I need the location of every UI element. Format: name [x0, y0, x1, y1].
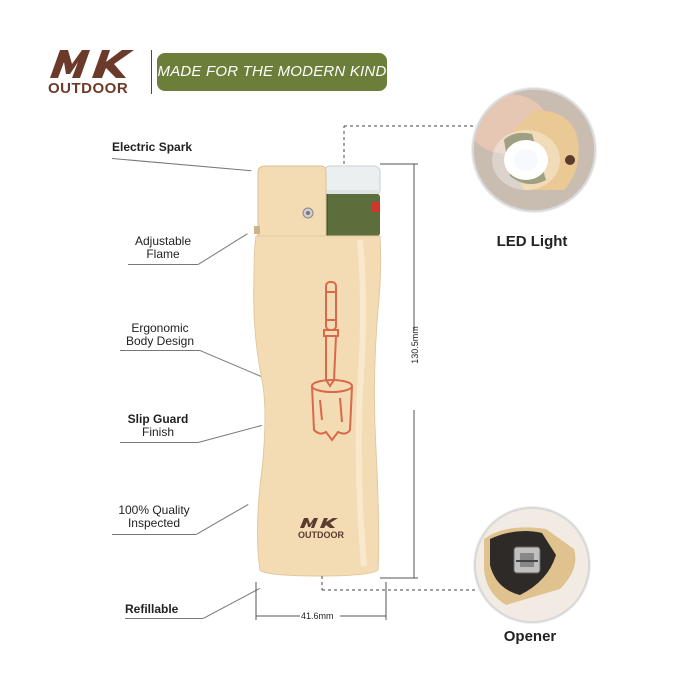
- height-dimension: 130.5mm: [410, 326, 420, 364]
- opener-label: Opener: [503, 628, 557, 645]
- width-dimension: 41.6mm: [301, 611, 334, 621]
- leader-line: [125, 618, 203, 619]
- leader-line: [203, 587, 260, 619]
- brand-logo-sub: OUTDOOR: [48, 80, 129, 97]
- leader-line: [111, 158, 252, 172]
- product-logo-sub: OUTDOOR: [298, 530, 344, 540]
- leader-line: [120, 350, 200, 351]
- feature-refillable: Refillable: [125, 602, 179, 616]
- leader-line: [128, 264, 198, 265]
- header-divider: [151, 50, 152, 94]
- opener-photo: [474, 507, 590, 623]
- leader-line: [120, 442, 198, 443]
- feature-electric-spark: Electric Spark: [112, 140, 193, 154]
- leader-line: [112, 534, 196, 535]
- brand-logo: [48, 46, 140, 80]
- brand-tagline: MADE FOR THE MODERN KIND: [157, 53, 387, 91]
- led-light-label: LED Light: [496, 233, 568, 250]
- lighter-illustration: [240, 150, 400, 590]
- led-light-photo: [472, 88, 596, 212]
